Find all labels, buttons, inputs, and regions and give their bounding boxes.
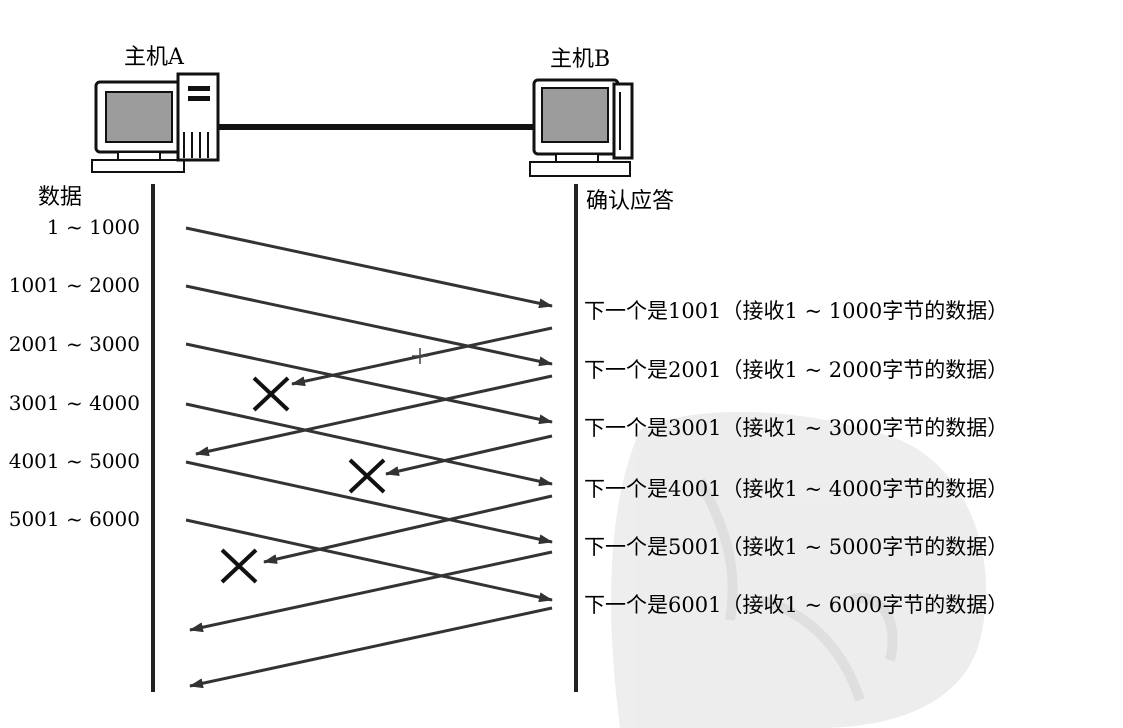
lost-ack-x-icon — [220, 548, 258, 584]
lost-ack-x-icon — [348, 458, 386, 494]
data-segment-arrow — [185, 402, 553, 487]
segment-label: 5001 ~ 6000 — [9, 507, 140, 531]
host-a-computer-icon — [91, 72, 220, 173]
ack-arrow — [195, 374, 553, 457]
segment-label: 1 ~ 1000 — [47, 215, 140, 239]
segment-label: 4001 ~ 5000 — [9, 449, 140, 473]
ack-label: 下一个是4001（接收1 ~ 4000字节的数据） — [584, 477, 1008, 501]
segment-label: 2001 ~ 3000 — [9, 332, 140, 356]
ack-label: 下一个是1001（接收1 ~ 1000字节的数据） — [584, 299, 1008, 323]
watermark-seal — [611, 411, 987, 728]
segment-label: 3001 ~ 4000 — [9, 391, 140, 415]
ack-arrow-lost — [385, 434, 553, 476]
ack-arrow-lost — [263, 494, 553, 564]
data-segment-arrow — [185, 284, 553, 367]
ack-label: 下一个是5001（接收1 ~ 5000字节的数据） — [584, 535, 1008, 559]
ack-arrow — [189, 606, 553, 689]
ack-arrow — [189, 550, 553, 633]
host-b-label: 主机B — [550, 47, 610, 72]
crosshair-cursor-icon — [412, 348, 428, 364]
host-b-computer-icon — [529, 78, 634, 177]
ack-label: 下一个是6001（接收1 ~ 6000字节的数据） — [584, 593, 1008, 617]
ack-column-title: 确认应答 — [586, 189, 674, 214]
host-a-label: 主机A — [124, 45, 185, 70]
ack-label: 下一个是2001（接收1 ~ 2000字节的数据） — [584, 358, 1008, 382]
ack-label: 下一个是3001（接收1 ~ 3000字节的数据） — [584, 416, 1008, 440]
segment-label: 1001 ~ 2000 — [9, 273, 140, 297]
data-segment-arrow — [185, 460, 553, 545]
data-segment-arrow — [185, 518, 553, 603]
lost-ack-x-icon — [252, 376, 290, 412]
data-segment-arrow — [185, 342, 553, 425]
data-segment-arrow — [185, 226, 553, 309]
data-column-title: 数据 — [38, 185, 82, 210]
